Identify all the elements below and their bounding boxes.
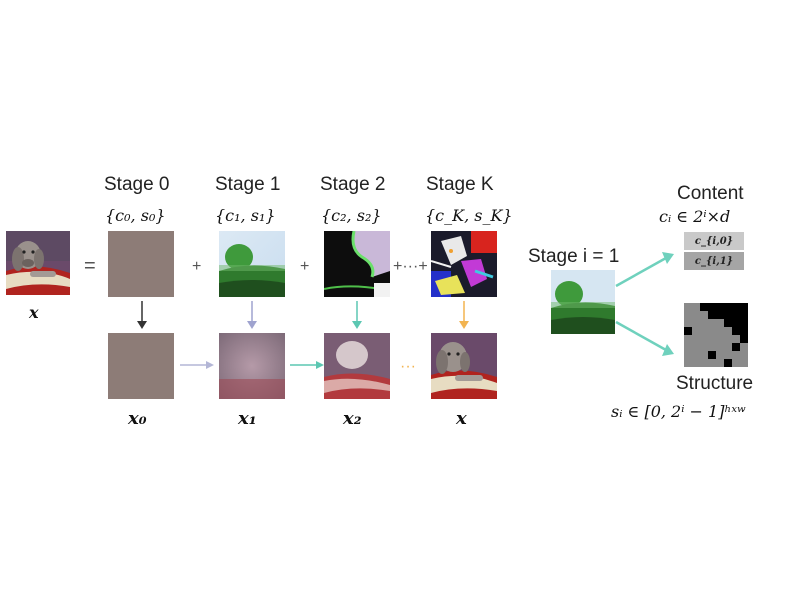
stage-1-set: {c₁, s₁} bbox=[215, 206, 276, 225]
stage-2-label: Stage 2 bbox=[320, 174, 386, 195]
reconstruction-x1-image bbox=[219, 333, 285, 399]
stage-0-set: {c₀, s₀} bbox=[105, 206, 166, 225]
stage-2-residual-image bbox=[324, 231, 390, 297]
stage-0-residual-image bbox=[108, 231, 174, 297]
input-dog-image bbox=[6, 231, 70, 295]
stage-0-label: Stage 0 bbox=[104, 174, 170, 195]
input-variable-label: x bbox=[29, 303, 39, 322]
x-final-label: x bbox=[456, 408, 467, 429]
stage-1-residual-image bbox=[219, 231, 285, 297]
plus-sign-2: + bbox=[300, 258, 310, 275]
down-arrow-stage-k bbox=[459, 301, 469, 329]
equals-sign: = bbox=[84, 255, 96, 277]
content-title: Content bbox=[677, 183, 744, 204]
reconstruction-x-image bbox=[431, 333, 497, 399]
stage-1-label: Stage 1 bbox=[215, 174, 281, 195]
stage-2-set: {c₂, s₂} bbox=[321, 206, 382, 225]
continuation-dots: ··· bbox=[400, 358, 416, 375]
down-arrow-stage-0 bbox=[137, 301, 147, 329]
detail-stage-image bbox=[551, 270, 615, 334]
plus-sign-1: + bbox=[192, 258, 202, 275]
content-token-row: c_{i,0} bbox=[684, 232, 744, 250]
structure-formula: sᵢ ∈ [0, 2ⁱ − 1]ʰˣʷ bbox=[611, 402, 746, 421]
right-arrow-2 bbox=[290, 361, 324, 369]
x1-label: x₁ bbox=[238, 408, 257, 429]
x0-label: x₀ bbox=[128, 408, 147, 429]
down-arrow-stage-1 bbox=[247, 301, 257, 329]
structure-title: Structure bbox=[676, 373, 754, 394]
plus-dots: +···+ bbox=[393, 258, 428, 275]
reconstruction-x0-image bbox=[108, 333, 174, 399]
detail-stage-label: Stage i = 1 bbox=[528, 246, 620, 267]
arrow-to-content bbox=[615, 252, 674, 288]
arrow-to-structure bbox=[615, 320, 674, 356]
stage-k-residual-image bbox=[431, 231, 497, 297]
stage-k-label: Stage K bbox=[426, 174, 494, 195]
content-formula: cᵢ ∈ 2ⁱ×d bbox=[659, 207, 731, 226]
structure-map-image bbox=[684, 303, 748, 367]
stage-k-set: {c_K, s_K} bbox=[425, 206, 513, 225]
content-token-row: c_{i,1} bbox=[684, 252, 744, 270]
reconstruction-x2-image bbox=[324, 333, 390, 399]
down-arrow-stage-2 bbox=[352, 301, 362, 329]
x2-label: x₂ bbox=[343, 408, 362, 429]
right-arrow-1 bbox=[180, 361, 214, 369]
content-token-stack: c_{i,0} c_{i,1} bbox=[684, 232, 744, 272]
